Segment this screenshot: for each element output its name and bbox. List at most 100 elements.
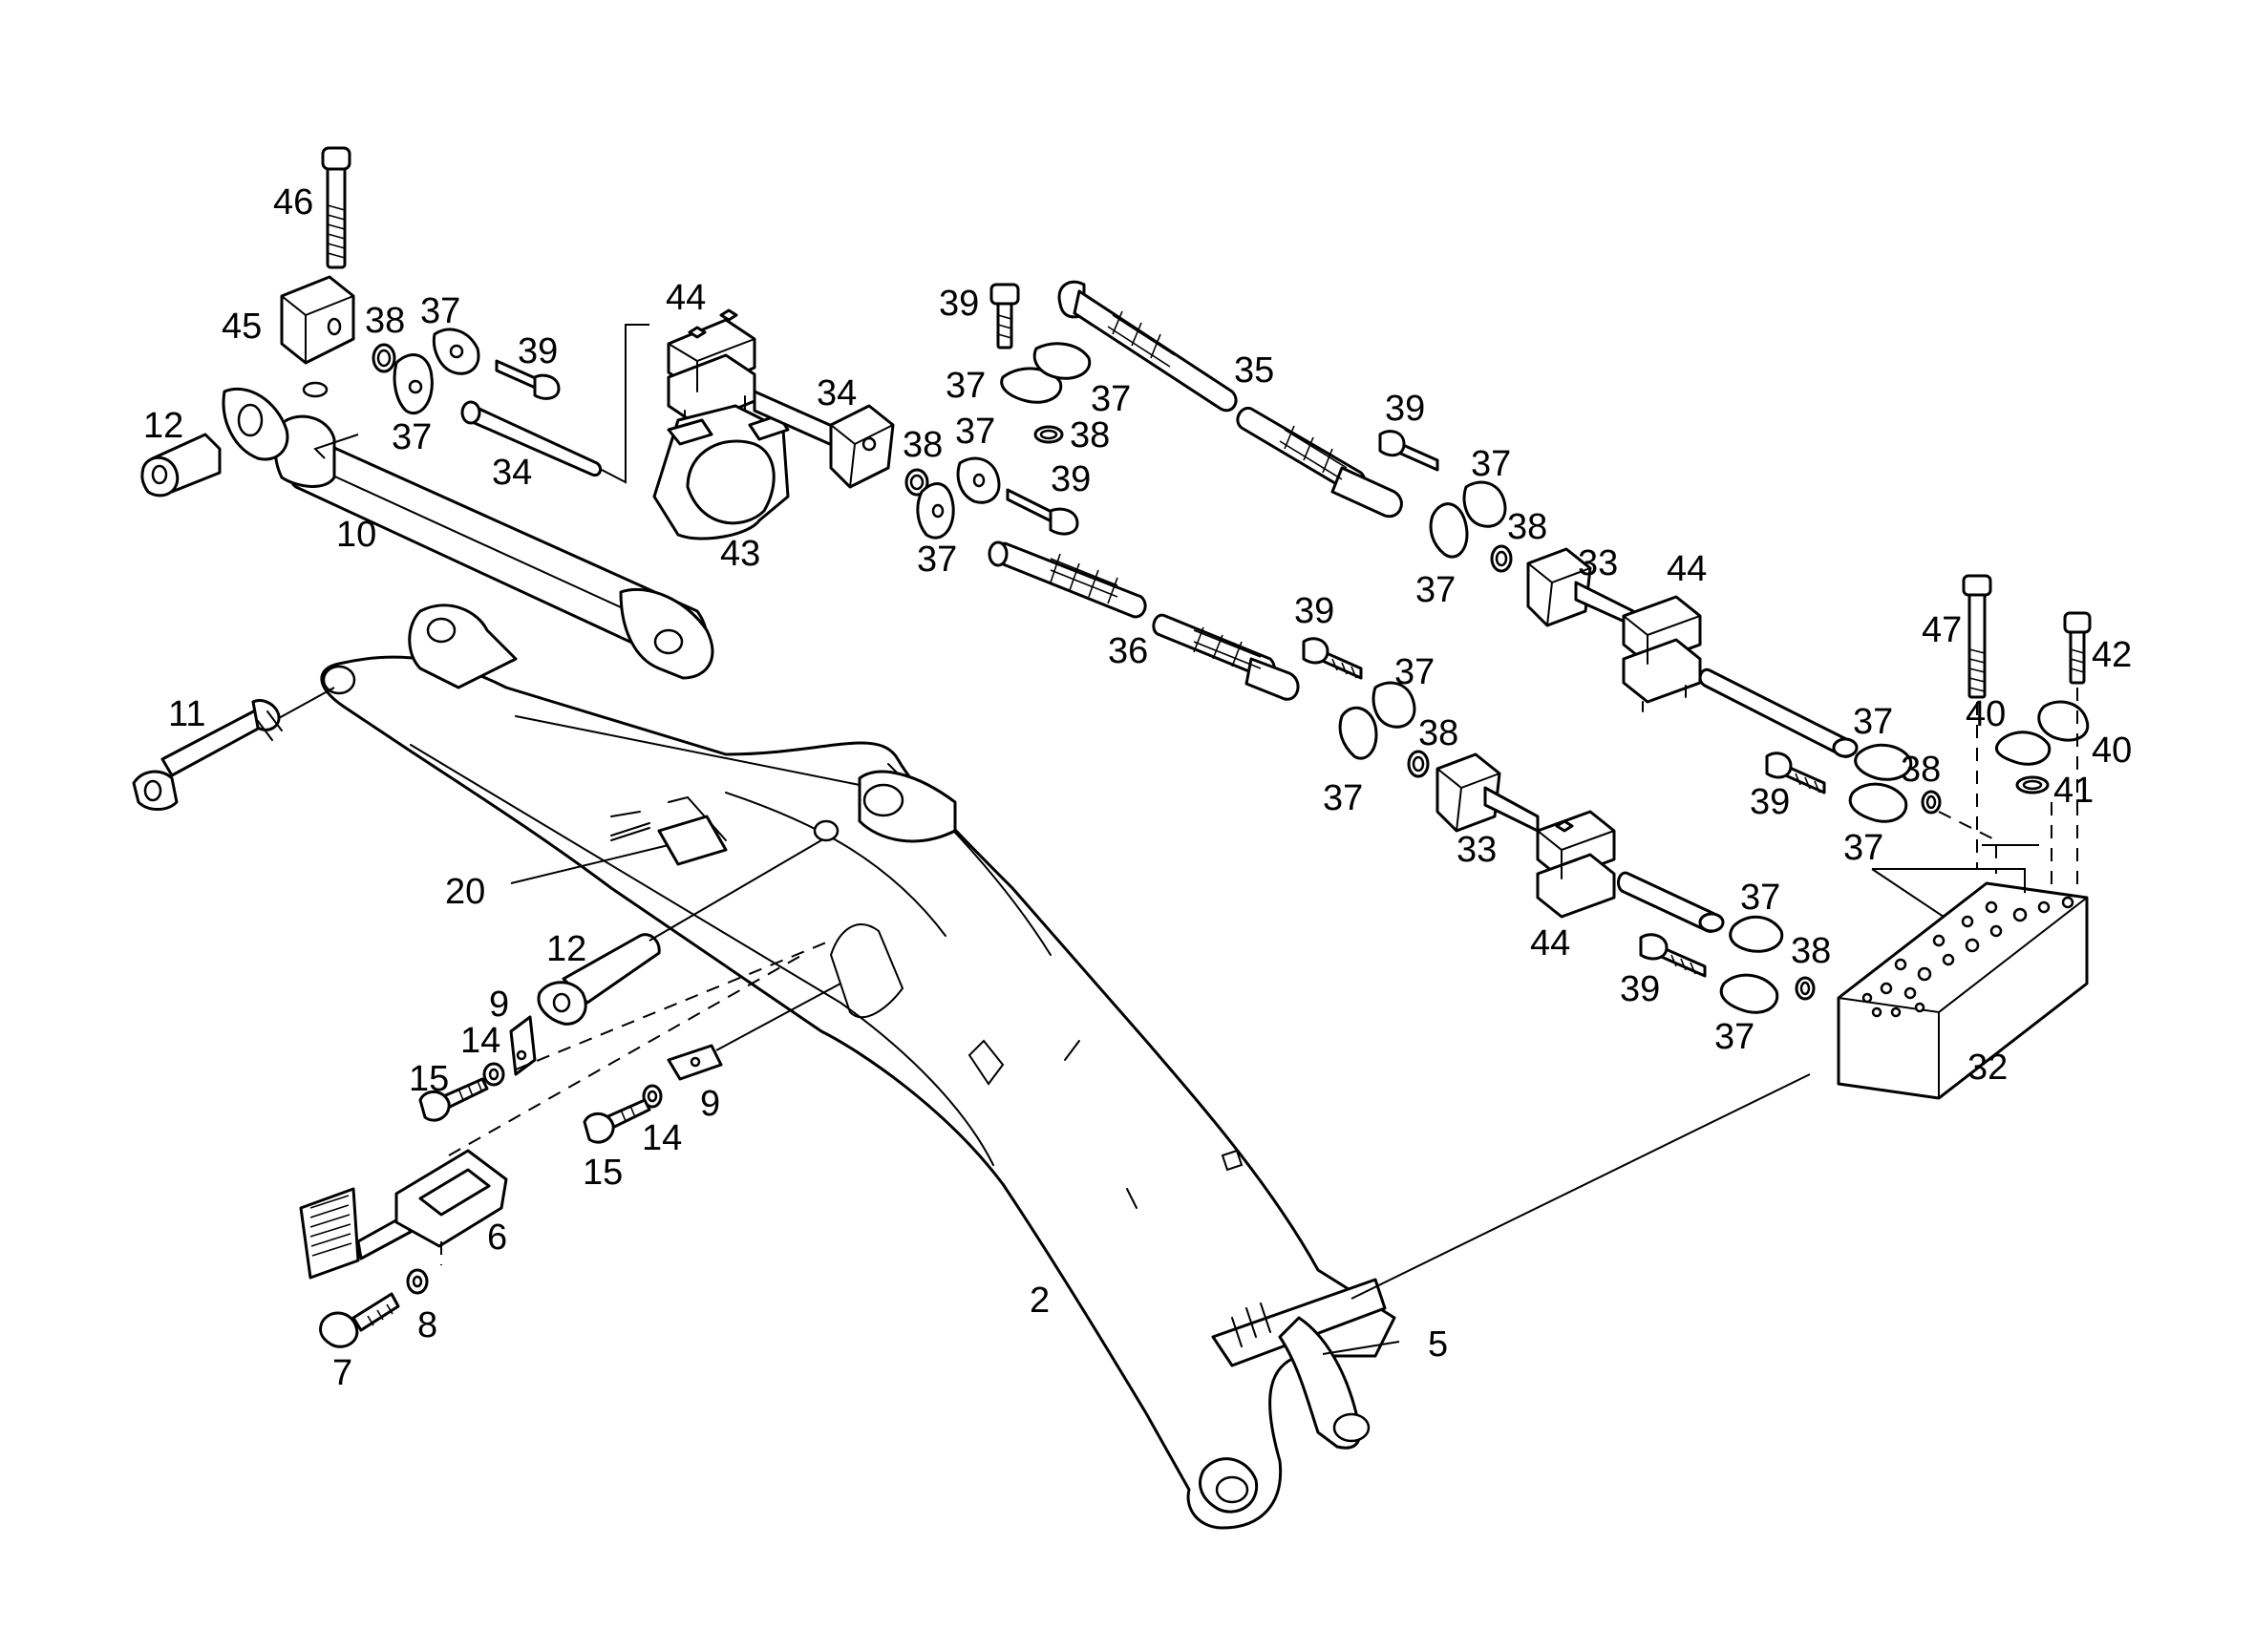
bolt-15-left (418, 1077, 489, 1122)
label-37: 37 (1843, 828, 1883, 868)
label-37: 37 (1471, 444, 1511, 484)
label-8: 8 (417, 1305, 437, 1345)
pin-11 (132, 687, 335, 811)
label-36: 36 (1108, 631, 1148, 671)
label-37: 37 (1853, 702, 1893, 742)
pin-12-top (140, 433, 222, 498)
label-37: 37 (955, 412, 995, 452)
plate-9-lower (667, 1044, 723, 1081)
tube-34-left (460, 400, 603, 477)
label-37: 37 (1714, 1017, 1754, 1057)
label-37: 37 (1394, 652, 1435, 692)
label-34: 34 (817, 373, 857, 413)
bolt-39-top-mid (989, 283, 1020, 349)
washer-8 (406, 1268, 429, 1295)
label-11: 11 (168, 694, 205, 734)
label-47: 47 (1922, 610, 1962, 650)
label-39: 39 (1385, 389, 1425, 429)
hose-35 (1057, 280, 1403, 519)
label-39: 39 (1051, 459, 1091, 499)
clamp-halves-37-mid-left (916, 456, 1001, 540)
clamp-halves-37-right-lower (1719, 915, 1784, 1014)
seal-ring-38-right-upper (1921, 790, 1942, 815)
label-plate-20 (610, 815, 728, 866)
label-39: 39 (1620, 969, 1660, 1009)
tube-to-block-upper (1698, 667, 1859, 758)
washer-14-left (482, 1062, 505, 1087)
label-40: 40 (1966, 694, 2006, 734)
label-14: 14 (642, 1118, 682, 1158)
bolt-42 (2063, 611, 2092, 685)
label-9: 9 (489, 985, 509, 1025)
clamp-44-lower (1536, 810, 1616, 919)
seal-ring-38-lower-mid (1407, 750, 1430, 778)
label-39: 39 (939, 284, 979, 324)
bolt-39-right-upper (1765, 752, 1826, 794)
seal-ring-38-upper-right (1490, 544, 1513, 573)
pin-12-lower (537, 933, 661, 1026)
washer-14-lower (642, 1084, 663, 1109)
label-38: 38 (1791, 931, 1831, 971)
label-38: 38 (1901, 750, 1941, 790)
seal-ring-38-left (372, 343, 396, 373)
seal-ring-38-top-mid (1033, 425, 1064, 444)
label-6: 6 (487, 1218, 507, 1258)
label-2: 2 (1030, 1281, 1050, 1321)
label-45: 45 (222, 307, 262, 347)
seal-ring-38-right-lower (1795, 976, 1816, 1001)
lift-cylinder (222, 381, 714, 680)
label-10: 10 (336, 515, 376, 555)
plate-9-left (509, 1015, 537, 1076)
clamp-halves-37-top-mid (1000, 342, 1092, 404)
label-37: 37 (1415, 570, 1456, 610)
label-12: 12 (143, 406, 183, 446)
label-44: 44 (1667, 549, 1707, 589)
label-40: 40 (2092, 731, 2132, 771)
label-37: 37 (1323, 778, 1363, 818)
label-41: 41 (2053, 771, 2094, 811)
clamp-halves-37-lower-mid (1338, 681, 1416, 760)
label-39: 39 (1294, 591, 1334, 631)
label-37: 37 (946, 366, 986, 406)
tube-to-block-lower (1617, 871, 1725, 933)
label-37: 37 (917, 540, 957, 580)
bolt-47 (1962, 574, 1992, 699)
label-5: 5 (1428, 1324, 1448, 1365)
label-37: 37 (392, 417, 432, 457)
label-7: 7 (332, 1353, 352, 1393)
label-9: 9 (700, 1084, 720, 1124)
label-38: 38 (365, 301, 405, 341)
bolt-39-left (495, 359, 561, 400)
hose-36 (988, 540, 1300, 701)
clamp-halves-37-right-upper (1848, 743, 1913, 823)
label-38: 38 (1418, 713, 1458, 753)
label-42: 42 (2092, 635, 2132, 675)
label-39: 39 (518, 331, 558, 371)
seal-ring-38-mid-left (904, 468, 929, 497)
label-44: 44 (1530, 923, 1570, 964)
label-15: 15 (583, 1153, 623, 1193)
label-37: 37 (1091, 379, 1131, 419)
flange-33-lower (1435, 752, 1540, 833)
bolt-39-upper-right (1378, 430, 1439, 472)
label-38: 38 (1070, 415, 1110, 455)
label-46: 46 (273, 182, 313, 222)
tube-34-flange (753, 390, 895, 489)
label-37: 37 (1740, 878, 1780, 918)
label-39: 39 (1750, 782, 1790, 822)
clamp-halves-37-upper-right (1429, 480, 1507, 559)
bolt-15-lower (583, 1098, 651, 1144)
boom-arm (320, 604, 1396, 1530)
bolt-46 (321, 146, 351, 269)
bolt-39-mid-left (1006, 488, 1079, 536)
bolt-7 (318, 1292, 400, 1348)
seal-ring-41 (2015, 775, 2050, 794)
bracket-43 (652, 404, 790, 540)
label-33: 33 (1578, 543, 1618, 583)
label-44: 44 (666, 278, 706, 318)
label-32: 32 (1967, 1048, 2008, 1088)
part-labels: 46 45 38 37 39 37 12 34 10 44 43 34 38 3… (143, 182, 2132, 1393)
label-34: 34 (492, 453, 532, 493)
clamp-halves-40 (1995, 700, 2090, 766)
